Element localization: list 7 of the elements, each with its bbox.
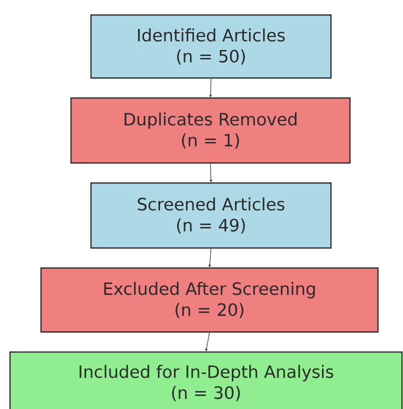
result-box: Included for In-Depth Analysis (n = 30) (9, 351, 403, 409)
arrow (209, 78, 212, 98)
process-box: Identified Articles (n = 50) (90, 14, 332, 79)
exclusion-box: Excluded After Screening (n = 20) (40, 267, 379, 333)
arrow (205, 332, 210, 352)
exclusion-box: Duplicates Removed (n = 1) (70, 97, 351, 164)
process-box: Screened Articles (n = 49) (90, 182, 332, 249)
